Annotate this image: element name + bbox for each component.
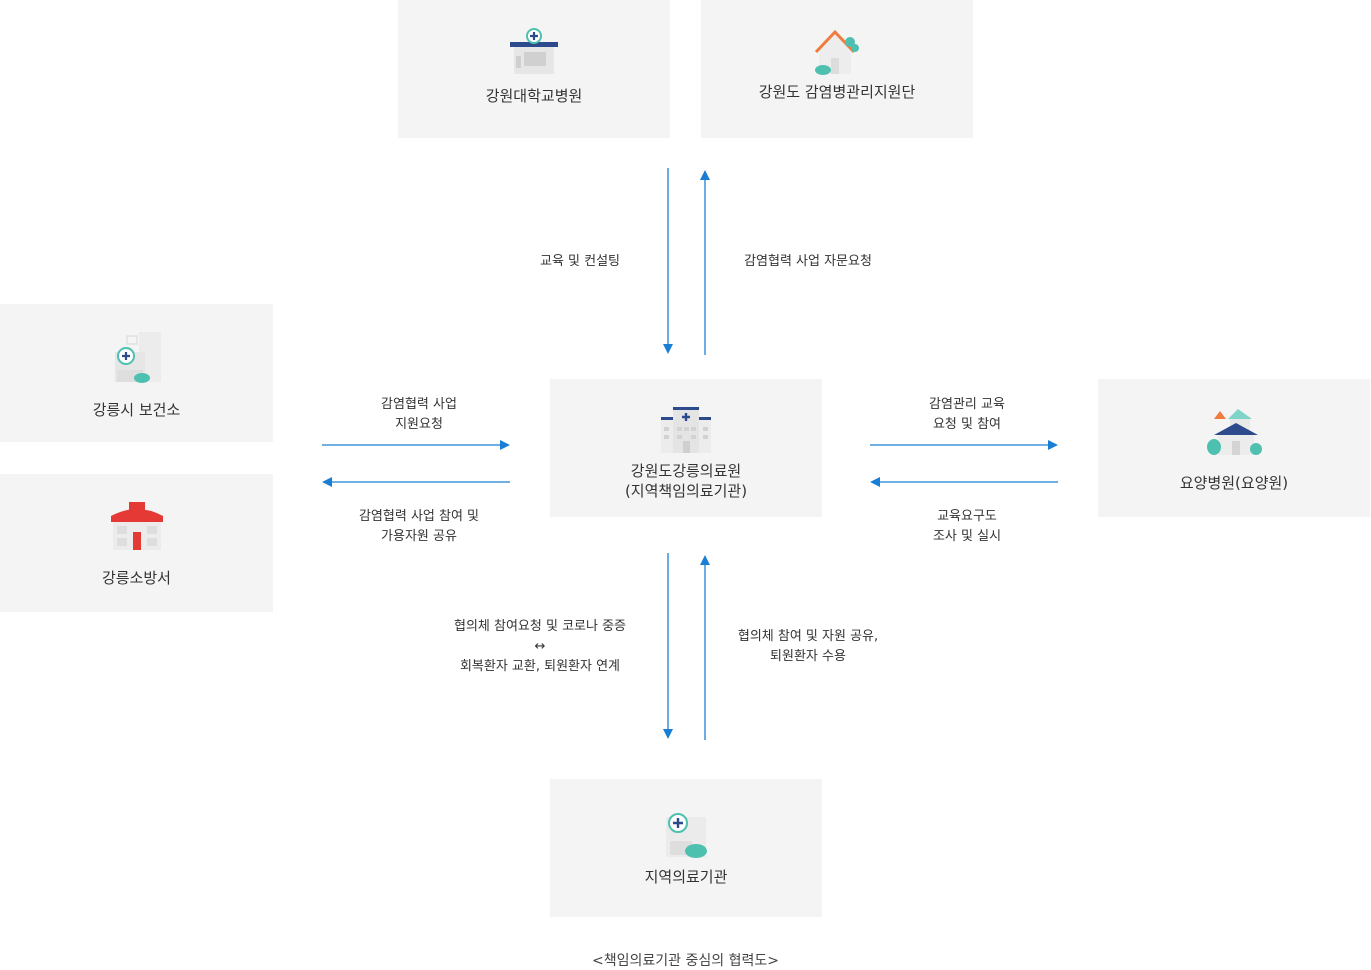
node-knuh: 강원대학교병원 [398, 0, 670, 138]
nursing-home-icon [1207, 409, 1262, 455]
node-label: 강릉시 보건소 [92, 401, 181, 419]
edge-label-bottom-down: 협의체 참여요청 및 코로나 중증 ↔ 회복환자 교환, 퇴원환자 연계 [453, 619, 627, 674]
edge-label-left-right: 감염협력 사업 지원요청 [381, 397, 457, 432]
edge-label-left-left: 감염협력 사업 참여 및 가용자원 공유 [358, 509, 480, 544]
node-gangneung-health: 강릉시 보건소 [0, 304, 273, 442]
node-nursing: 요양병원(요양원) [1098, 379, 1370, 517]
node-label: 지역의료기관 [644, 868, 728, 886]
node-label: 강원대학교병원 [485, 87, 583, 105]
medical-center-icon [661, 407, 711, 453]
house-icon [814, 29, 859, 75]
hospital-icon [510, 28, 558, 74]
node-local: 지역의료기관 [550, 779, 822, 917]
clinic-icon [666, 813, 707, 858]
node-center: 강원도강릉의료원 (지역책임의료기관) [550, 379, 822, 517]
edge-label-right-right: 감염관리 교육 요청 및 참여 [929, 397, 1005, 432]
fire-station-icon [110, 502, 163, 550]
edge-label-top-down: 교육 및 컨설팅 [539, 254, 621, 269]
node-gangwon-center: 강원도 감염병관리지원단 [701, 0, 973, 138]
node-gangneung-fire: 강릉소방서 [0, 474, 273, 612]
node-label: 강원도 감염병관리지원단 [758, 83, 916, 101]
diagram-caption: <책임의료기관 중심의 협력도> [592, 953, 779, 969]
edge-label-top-up: 감염협력 사업 자문요청 [744, 254, 872, 269]
node-label: 요양병원(요양원) [1179, 474, 1289, 492]
health-center-icon [114, 332, 161, 383]
edge-label-right-left: 교육요구도 조사 및 실시 [932, 509, 1002, 544]
edge-label-bottom-up: 협의체 참여 및 자원 공유, 퇴원환자 수용 [737, 629, 879, 664]
node-label: 강릉소방서 [101, 569, 171, 587]
node-label: 강원도강릉의료원 (지역책임의료기관) [624, 462, 748, 500]
